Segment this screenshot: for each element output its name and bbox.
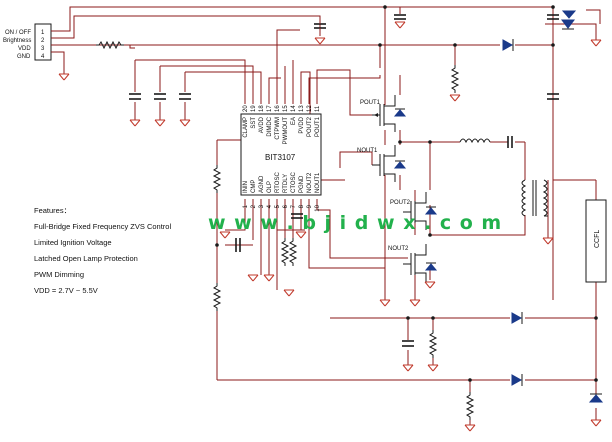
- mosfet-nout1: NOUT1: [357, 145, 396, 182]
- ic-pin-number: 9: [307, 204, 313, 208]
- lamp-label: CCFL: [594, 230, 601, 248]
- mosfet-pout2: POUT2: [390, 192, 427, 230]
- capacitors: [129, 14, 559, 347]
- transformer: [521, 179, 548, 217]
- feature-item: Limited Ignition Voltage: [34, 238, 112, 247]
- ic-pin-name: CLAMP: [243, 117, 249, 138]
- feature-item: Full-Bridge Fixed Frequency ZVS Control: [34, 222, 171, 231]
- ic-pin-name: POUT1: [315, 116, 321, 137]
- ic-pin-name: CMP: [251, 180, 257, 193]
- ic-pin-number: 5: [275, 204, 281, 208]
- feature-item: Latched Open Lamp Protection: [34, 254, 138, 263]
- ic-pin-name: PGND: [299, 175, 305, 193]
- ic-pin-number: 4: [267, 204, 273, 208]
- ic-pin-name: RTDLY: [283, 174, 289, 193]
- ic-pin-name: NOUT2: [307, 172, 313, 193]
- ic-pin-name: RTOSC: [275, 172, 281, 193]
- ic-pin-name: CTPWM: [275, 117, 281, 140]
- ic-pin-name: POUT2: [307, 116, 313, 137]
- mosfet-nout2: NOUT2: [388, 244, 427, 282]
- ic-pin-number: 1: [243, 204, 249, 208]
- label-pout1: POUT1: [360, 100, 381, 106]
- label-pout2: POUT2: [390, 200, 411, 206]
- ic-pin-number: 7: [291, 204, 297, 208]
- ic-pin-number: 14: [291, 105, 297, 112]
- connector-label-vdd: VDD: [18, 46, 31, 52]
- feature-item: VDD = 2.7V ~ 5.5V: [34, 286, 98, 295]
- ic-pin-name: AVDD: [259, 116, 265, 133]
- features-block: Features： Full-Bridge Fixed Frequency ZV…: [34, 206, 171, 295]
- ic-pin-number: 17: [267, 105, 273, 112]
- connector-label-brightness: Brightness: [3, 38, 31, 44]
- ic-pin-number: 16: [275, 105, 281, 112]
- ic-pin-number: 8: [299, 204, 305, 208]
- ic-pin-number: 12: [307, 105, 313, 112]
- connector-pin-4: 4: [41, 54, 45, 60]
- junctions: [215, 5, 598, 382]
- diodes: [393, 10, 604, 403]
- ic-pin-number: 3: [259, 204, 265, 208]
- ic-pin-name: CTOSC: [291, 171, 297, 193]
- ic-pin-number: 13: [299, 105, 305, 112]
- ic-pin-number: 6: [283, 204, 289, 208]
- connector-label-on-off: ON / OFF: [5, 30, 31, 36]
- ic-pin-name: DIMDC: [267, 116, 273, 136]
- feature-item: PWM Dimming: [34, 270, 84, 279]
- inductor: [459, 138, 491, 144]
- ic-pin-number: 2: [251, 204, 257, 208]
- connector-pin-1: 1: [41, 30, 45, 36]
- ic-pin-number: 11: [315, 105, 321, 112]
- mosfet-pout1: POUT1: [360, 95, 396, 132]
- ic-pin-name: EA: [291, 117, 297, 125]
- ic-name: BIT3107: [265, 153, 296, 162]
- ic-pin-name: SST: [251, 117, 257, 129]
- connector-pin-3: 3: [41, 46, 45, 52]
- ccfl-lamp: CCFL: [585, 199, 607, 283]
- ic-pin-number: 19: [251, 105, 257, 112]
- ic-pin-name: PWMOUT: [283, 117, 289, 145]
- label-nout1: NOUT1: [357, 148, 378, 154]
- ic-pin-number: 15: [283, 105, 289, 112]
- connector-pin-2: 2: [41, 38, 45, 44]
- ic-pin-number: 20: [243, 105, 249, 112]
- ic-pin-name: PVDD: [299, 116, 305, 133]
- ic-pin-name: OLP: [267, 181, 273, 193]
- ic-pin-name: ININ: [243, 181, 249, 193]
- ic-pin-name: AGND: [259, 175, 265, 193]
- features-title: Features：: [34, 206, 71, 215]
- watermark: w w w . b j i d w x . c o m: [208, 212, 502, 234]
- ic-pin-number: 18: [259, 105, 265, 112]
- ic-pin-number: 10: [315, 204, 321, 211]
- connector-label-gnd: GND: [17, 54, 31, 60]
- label-nout2: NOUT2: [388, 246, 409, 252]
- ic-pin-name: NOUT1: [315, 172, 321, 193]
- input-connector: ON / OFF Brightness VDD GND 1 2 3 4: [3, 23, 52, 61]
